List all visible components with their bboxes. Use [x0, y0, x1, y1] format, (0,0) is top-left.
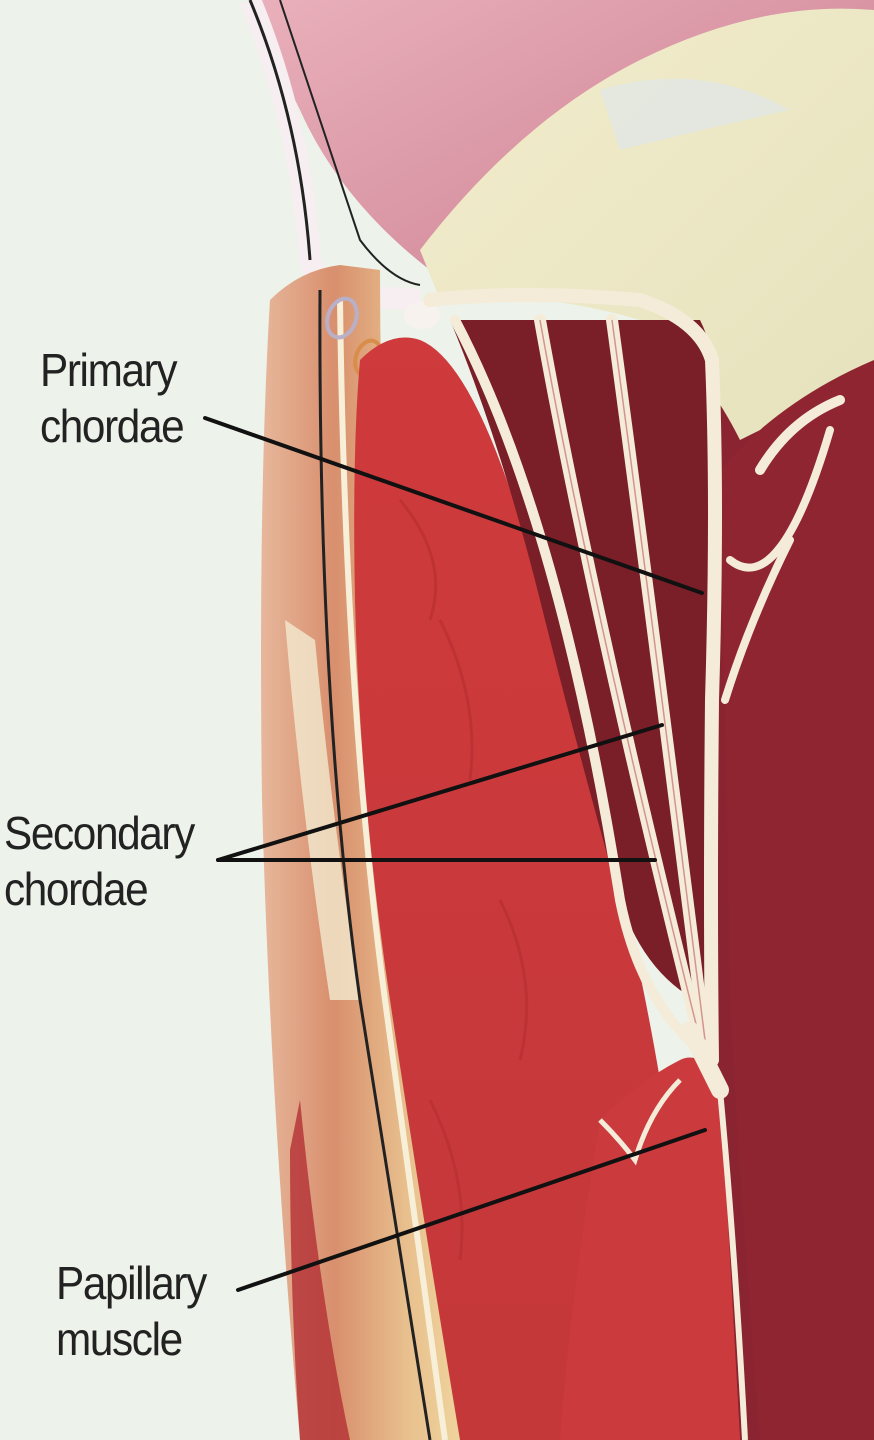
- label-primary-chordae: Primary chordae: [40, 342, 183, 454]
- label-secondary-line2: chordae: [4, 861, 194, 917]
- label-papillary-line2: muscle: [56, 1311, 206, 1367]
- label-primary-line1: Primary: [40, 342, 183, 398]
- label-primary-line2: chordae: [40, 398, 183, 454]
- label-papillary-line1: Papillary: [56, 1255, 206, 1311]
- label-secondary-chordae: Secondary chordae: [4, 805, 194, 917]
- label-secondary-line1: Secondary: [4, 805, 194, 861]
- label-papillary-muscle: Papillary muscle: [56, 1255, 206, 1367]
